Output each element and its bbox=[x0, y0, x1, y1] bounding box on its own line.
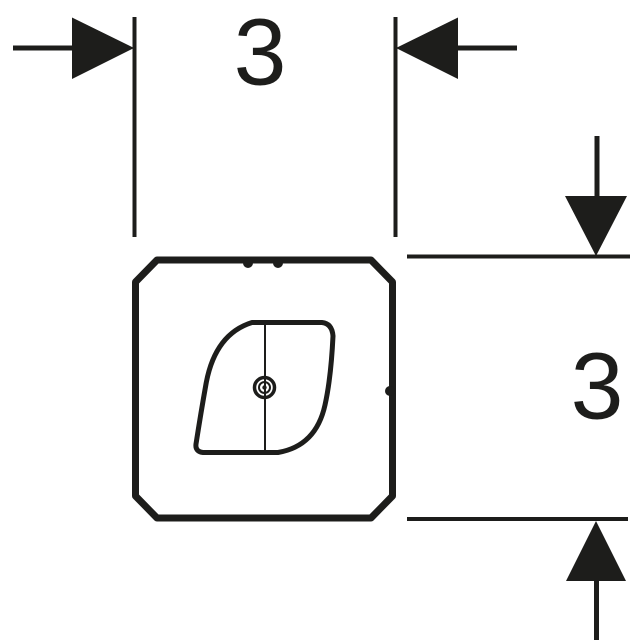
part-outline bbox=[132, 256, 396, 522]
part-body-outline bbox=[132, 256, 396, 522]
height-dim-arrow-top-icon bbox=[565, 196, 627, 256]
screw-center-dot-icon bbox=[262, 385, 267, 390]
cam-outline bbox=[193, 320, 336, 455]
top-edge-notch-left bbox=[243, 258, 253, 268]
screw-inner-ring-icon bbox=[258, 381, 271, 394]
width-dimension bbox=[13, 17, 517, 237]
height-dimension bbox=[407, 136, 630, 640]
top-edge-notch-right bbox=[273, 258, 283, 268]
screw-outer-ring-icon bbox=[252, 375, 277, 400]
width-dim-arrow-right-icon bbox=[396, 17, 458, 79]
width-dimension-label: 3 bbox=[233, 0, 287, 106]
inner-cam bbox=[193, 320, 336, 455]
width-dim-arrow-left-icon bbox=[72, 17, 134, 79]
height-dim-arrow-bottom-icon bbox=[566, 521, 626, 581]
right-edge-notch bbox=[385, 386, 395, 396]
height-dimension-label: 3 bbox=[570, 333, 624, 440]
